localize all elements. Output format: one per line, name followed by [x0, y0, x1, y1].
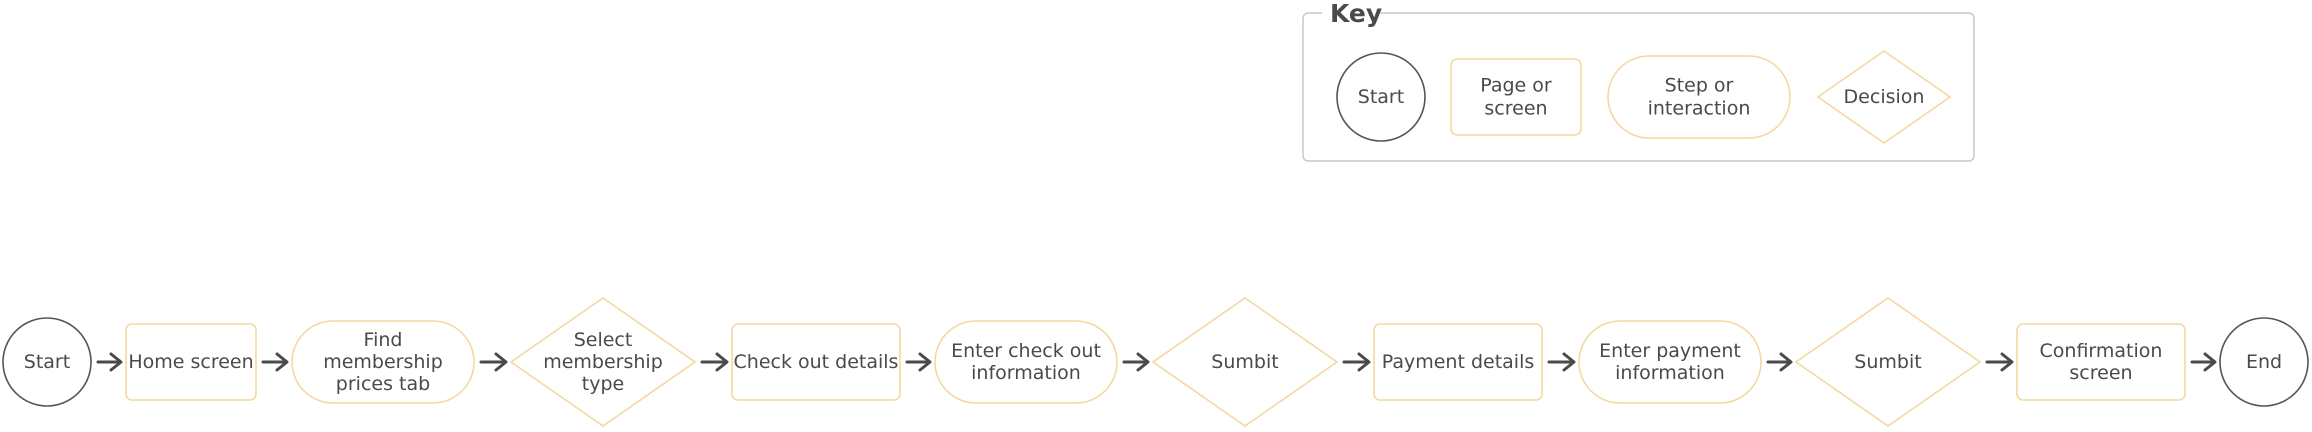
key-start-shape [1336, 52, 1426, 142]
flow-arrow-7-to-8 [1342, 352, 1371, 372]
flow-node-3-find-membership-prices-tab-label: membership [323, 351, 443, 373]
flow-node-7-sumbit-label: Sumbit [1211, 351, 1278, 373]
key-start-label: Start [1358, 86, 1404, 108]
flow-node-1-start-shape [2, 317, 92, 407]
key-decision-shape [1816, 50, 1952, 144]
flow-node-9-enter-payment-information-label: Enter payment [1599, 340, 1741, 362]
flow-node-3-find-membership-prices-tab-label: Find [364, 329, 403, 351]
flow-node-3-find-membership-prices-tab-label: prices tab [336, 373, 430, 395]
key-border [1302, 12, 1975, 162]
flow-node-2-home-screen-label: Home screen [128, 351, 253, 373]
flow-node-4-select-membership-type-label: type [582, 373, 624, 395]
flow-node-8-payment-details-shape [1373, 323, 1543, 401]
key-step-or-interaction-shape [1607, 55, 1791, 139]
key-page-or-screen-label: Page or [1480, 75, 1552, 97]
flow-node-6-enter-check-out-information-label: information [971, 362, 1081, 384]
flow-node-10-sumbit-label: Sumbit [1854, 351, 1921, 373]
flow-node-12-end-label: End [2246, 351, 2282, 373]
flow-node-8-payment-details-label: Payment details [1382, 351, 1535, 373]
flow-arrow-11-to-12 [2190, 352, 2217, 372]
key-step-or-interaction-label: interaction [1648, 98, 1751, 120]
flow-arrow-6-to-7 [1122, 352, 1150, 372]
flow-node-10-sumbit-shape [1794, 297, 1982, 427]
key-decision-label: Decision [1844, 86, 1925, 108]
key-page-or-screen-shape [1450, 58, 1582, 136]
flow-node-2-home-screen-shape [125, 323, 257, 401]
flow-node-9-enter-payment-information-label: information [1615, 362, 1725, 384]
flow-arrow-10-to-11 [1985, 352, 2014, 372]
flow-node-5-check-out-details-label: Check out details [734, 351, 899, 373]
flow-arrow-4-to-5 [700, 352, 729, 372]
flow-node-1-start-label: Start [24, 351, 70, 373]
flow-node-9-enter-payment-information-shape [1578, 320, 1762, 404]
flow-arrow-3-to-4 [479, 352, 508, 372]
flow-arrow-5-to-6 [905, 352, 932, 372]
flow-node-3-find-membership-prices-tab-shape [291, 320, 475, 404]
key-page-or-screen-label: screen [1484, 98, 1547, 120]
flow-node-7-sumbit-shape [1151, 297, 1339, 427]
flow-arrow-1-to-2 [96, 352, 123, 372]
flow-node-4-select-membership-type-shape [509, 297, 697, 427]
flow-arrow-9-to-10 [1766, 352, 1793, 372]
key-step-or-interaction-label: Step or [1665, 75, 1734, 97]
flow-node-11-confirmation-screen-label: screen [2069, 362, 2132, 384]
flow-arrow-2-to-3 [261, 352, 289, 372]
key-title: Key [1330, 0, 1382, 28]
flow-node-4-select-membership-type-label: Select [574, 329, 633, 351]
flow-node-6-enter-check-out-information-shape [934, 320, 1118, 404]
flow-node-4-select-membership-type-label: membership [543, 351, 663, 373]
flow-node-11-confirmation-screen-label: Confirmation [2040, 340, 2163, 362]
flow-node-6-enter-check-out-information-label: Enter check out [951, 340, 1101, 362]
flow-node-12-end-shape [2219, 317, 2309, 407]
flow-node-5-check-out-details-shape [731, 323, 901, 401]
flow-node-11-confirmation-screen-shape [2016, 323, 2186, 401]
flow-arrow-8-to-9 [1547, 352, 1576, 372]
